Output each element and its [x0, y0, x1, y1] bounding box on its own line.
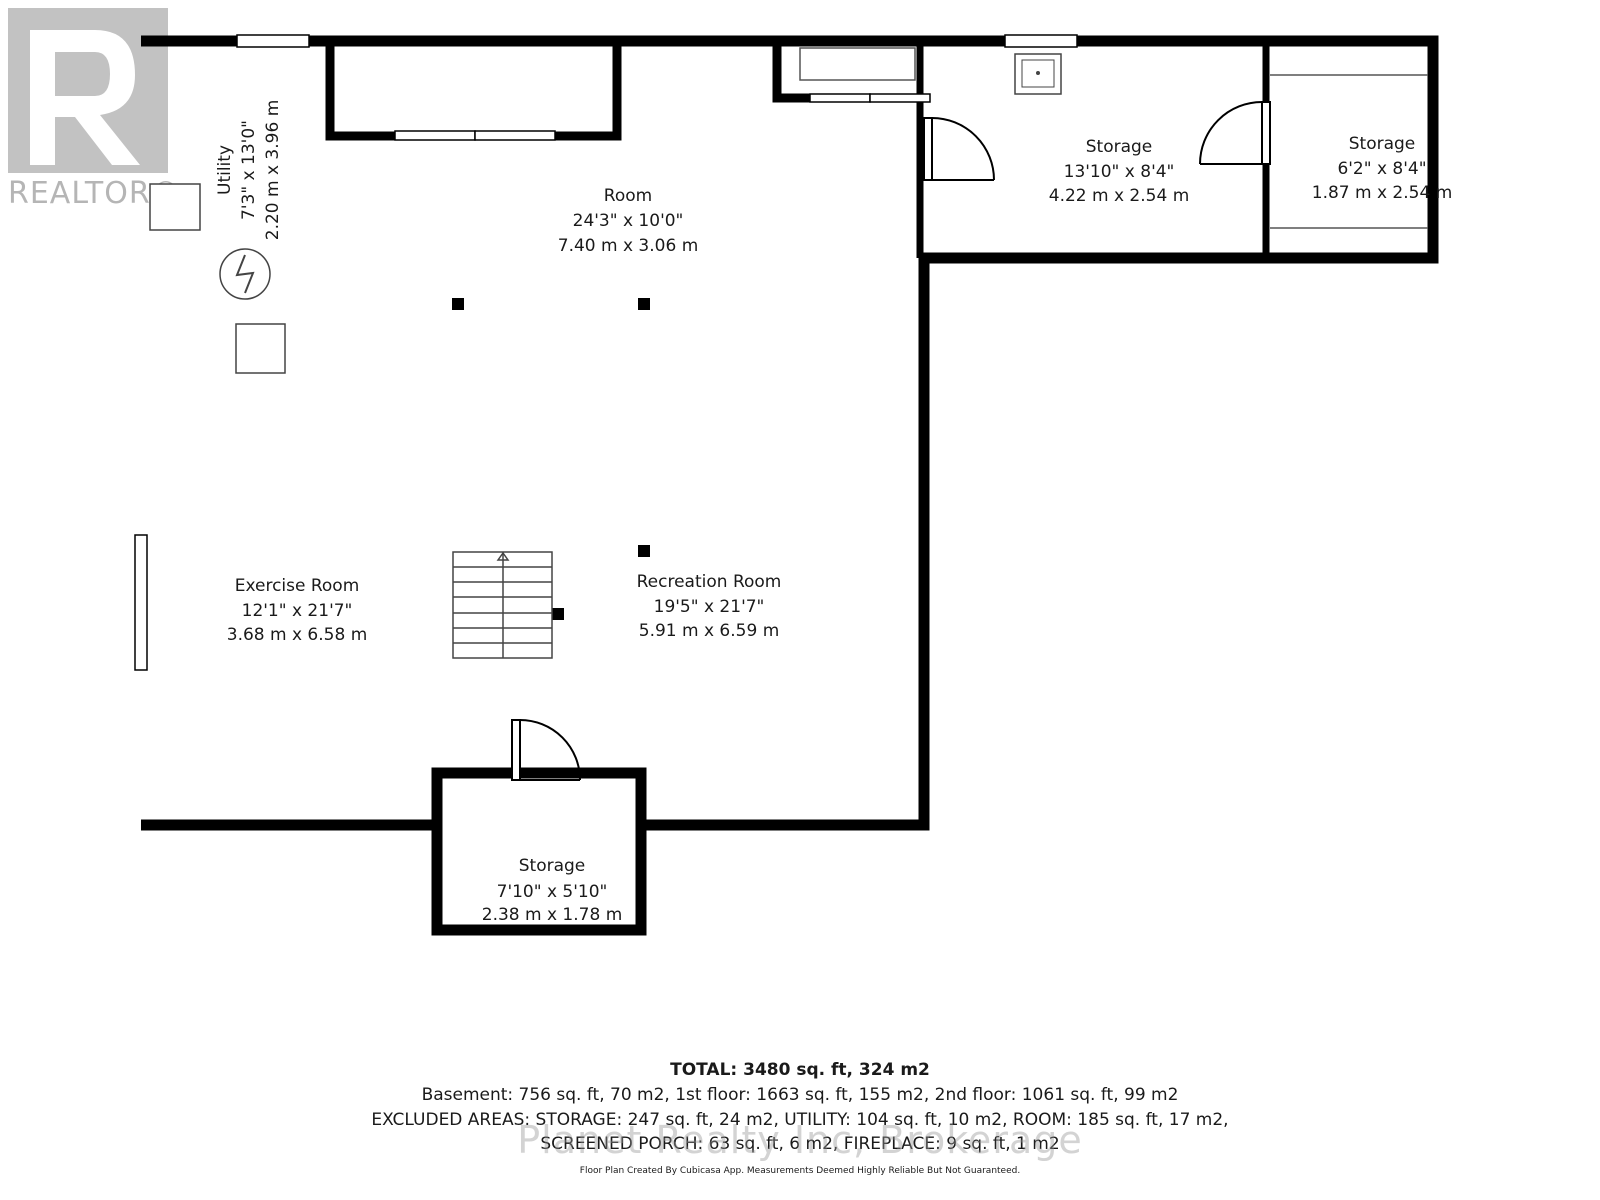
storage-c-wall [431, 767, 647, 936]
summary-total: TOTAL: 3480 sq. ft, 324 m2 [670, 1060, 930, 1080]
storage-b-shelves [1270, 74, 1428, 229]
door-swing-storage-b [1199, 101, 1263, 165]
summary-excluded-1: EXCLUDED AREAS: STORAGE: 247 sq. ft, 24 … [371, 1110, 1229, 1130]
room-dim-imperial: 24'3" x 10'0" [573, 211, 684, 231]
utility-cabinet [149, 183, 201, 231]
room-name: Storage [1086, 137, 1153, 157]
room-name: Exercise Room [235, 576, 360, 596]
label-room: Room 24'3" x 10'0" 7.40 m x 3.06 m [558, 186, 699, 256]
label-storage-a: Storage 13'10" x 8'4" 4.22 m x 2.54 m [1049, 137, 1190, 206]
columns [452, 298, 650, 620]
room-dim-imperial: 6'2" x 8'4" [1337, 159, 1426, 179]
room-dim-imperial: 19'5" x 21'7" [654, 597, 765, 617]
summary-credit: Floor Plan Created By Cubicasa App. Meas… [579, 1166, 1021, 1176]
water-heater-symbol [235, 254, 255, 294]
niche-shelf [799, 47, 916, 81]
room-dim-metric: 2.38 m x 1.78 m [482, 905, 623, 925]
sink [1014, 53, 1062, 95]
room-dim-metric: 7.40 m x 3.06 m [558, 236, 699, 256]
room-dim-metric: 2.20 m x 3.96 m [263, 100, 283, 241]
window-bay-2 [474, 130, 556, 141]
bay-wall [325, 41, 622, 141]
room-name: Utility [215, 145, 235, 195]
door-leaf-storage-b [1261, 101, 1271, 165]
door-swing-storage-a [931, 117, 995, 181]
niche-wall [772, 41, 917, 103]
window-niche-2 [869, 93, 931, 103]
outer-wall [141, 35, 1439, 831]
room-dim-metric: 1.87 m x 2.54 m [1312, 183, 1453, 203]
summary-floors: Basement: 756 sq. ft, 70 m2, 1st floor: … [421, 1085, 1179, 1105]
room-dim-imperial: 12'1" x 21'7" [242, 601, 353, 621]
room-dim-metric: 5.91 m x 6.59 m [639, 621, 780, 641]
room-dim-metric: 4.22 m x 2.54 m [1049, 186, 1190, 206]
room-dim-imperial: 7'3" x 13'0" [239, 120, 259, 220]
room-dim-metric: 3.68 m x 6.58 m [227, 625, 368, 645]
doors [511, 101, 1271, 781]
window-bay-1 [394, 130, 476, 141]
windows [134, 34, 1078, 671]
label-storage-b: Storage 6'2" x 8'4" 1.87 m x 2.54 m [1312, 134, 1453, 203]
window-niche-1 [809, 93, 871, 103]
room-dim-imperial: 13'10" x 8'4" [1064, 162, 1175, 182]
summary-excluded-2: SCREENED PORCH: 63 sq. ft, 6 m2, FIREPLA… [540, 1134, 1060, 1154]
room-name: Recreation Room [637, 572, 782, 592]
room-dim-imperial: 7'10" x 5'10" [497, 882, 608, 902]
label-utility: Utility 7'3" x 13'0" 2.20 m x 3.96 m [215, 100, 283, 241]
door-leaf-storage-c [511, 719, 521, 781]
furnace [235, 323, 286, 374]
window-top-storage [1004, 34, 1078, 48]
window-top-left [236, 34, 310, 48]
room-name: Storage [519, 856, 586, 876]
window-left [134, 534, 148, 671]
room-name: Storage [1349, 134, 1416, 154]
door-leaf-storage-a [923, 117, 933, 181]
room-name: Room [604, 186, 652, 206]
door-swing-storage-c [519, 719, 581, 781]
stairs [452, 551, 553, 659]
utility-fixtures [149, 183, 286, 374]
walls [141, 35, 1439, 936]
label-recreation: Recreation Room 19'5" x 21'7" 5.91 m x 6… [637, 572, 782, 641]
label-exercise: Exercise Room 12'1" x 21'7" 3.68 m x 6.5… [227, 576, 368, 645]
label-storage-c: Storage 7'10" x 5'10" 2.38 m x 1.78 m [482, 856, 623, 925]
